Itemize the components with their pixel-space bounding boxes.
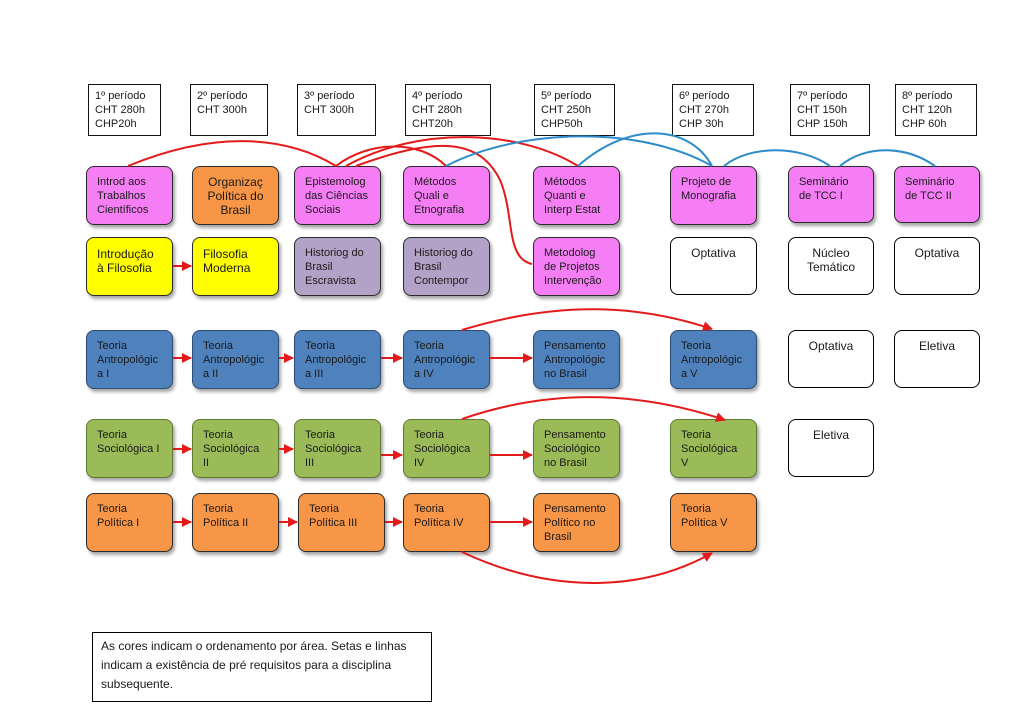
period-6-header: 6º período CHT 270h CHP 30h	[672, 84, 754, 136]
course-pensamento-antropologico-brasil: Pensamento Antropológic no Brasil	[533, 330, 620, 389]
course-nucleo-tematico: Núcleo Temático	[788, 237, 874, 295]
arc-tcc1-tcc2	[839, 149, 936, 167]
period-3-header: 3º período CHT 300h	[297, 84, 376, 136]
course-introducao-filosofia: Introdução à Filosofia	[86, 237, 173, 296]
course-filosofia-moderna: Filosofia Moderna	[192, 237, 279, 296]
arc-projeto-tcc1	[723, 149, 831, 167]
course-teoria-sociologica-1: Teoria Sociológica I	[86, 419, 173, 478]
legend-note: As cores indicam o ordenamento por área.…	[92, 632, 432, 702]
arc-quanti-projeto	[577, 132, 713, 167]
course-teoria-politica-2: Teoria Política II	[192, 493, 279, 552]
course-teoria-politica-4: Teoria Política IV	[403, 493, 490, 552]
period-4-header: 4º período CHT 280h CHT20h	[405, 84, 491, 136]
course-metodos-quali-etnografia: Métodos Quali e Etnografia	[403, 166, 490, 225]
course-metodos-quanti-interp-estat: Métodos Quanti e Interp Estat	[533, 166, 620, 225]
course-teoria-politica-5: Teoria Política V	[670, 493, 757, 552]
course-teoria-sociologica-4: Teoria Sociológica IV	[403, 419, 490, 478]
course-teoria-politica-1: Teoria Política I	[86, 493, 173, 552]
arc-quali-projeto	[445, 135, 713, 167]
course-projeto-monografia: Projeto de Monografia	[670, 166, 757, 225]
course-introd-trabalhos-cientificos: Introd aos Trabalhos Científicos	[86, 166, 173, 225]
arc-antrop-4-5	[461, 308, 713, 331]
course-teoria-politica-3: Teoria Política III	[298, 493, 385, 552]
arc-pol-4-5	[461, 551, 713, 584]
course-teoria-antropologica-3: Teoria Antropológic a III	[294, 330, 381, 389]
course-pensamento-politico-brasil: Pensamento Político no Brasil	[533, 493, 620, 552]
arc-introd-epistemolog	[127, 140, 337, 167]
period-7-header: 7º período CHT 150h CHP 150h	[790, 84, 870, 136]
course-historiografia-brasil-escravista: Historiog do Brasil Escravista	[294, 237, 381, 296]
course-metodologia-projetos-intervencao: Metodolog de Projetos Intervenção	[533, 237, 620, 296]
course-optativa-6: Optativa	[670, 237, 757, 295]
period-8-header: 8º período CHT 120h CHP 60h	[895, 84, 977, 136]
arc-socio-4-5	[461, 396, 726, 422]
course-optativa-8: Optativa	[894, 237, 980, 295]
course-eletiva-7: Eletiva	[788, 419, 874, 477]
course-seminario-tcc-2: Seminário de TCC II	[894, 166, 980, 223]
course-historiografia-brasil-contemporaneo: Historiog do Brasil Contempor	[403, 237, 490, 296]
course-teoria-sociologica-2: Teoria Sociológica II	[192, 419, 279, 478]
course-seminario-tcc-1: Seminário de TCC I	[788, 166, 874, 223]
course-teoria-antropologica-1: Teoria Antropológic a I	[86, 330, 173, 389]
course-teoria-sociologica-5: Teoria Sociológica V	[670, 419, 757, 478]
course-organizacao-politica-brasil: Organizaç Política do Brasil	[192, 166, 279, 225]
course-optativa-7: Optativa	[788, 330, 874, 388]
course-teoria-antropologica-5: Teoria Antropológic a V	[670, 330, 757, 389]
arc-epistemolog-quanti	[345, 136, 579, 167]
course-pensamento-sociologico-brasil: Pensamento Sociológico no Brasil	[533, 419, 620, 478]
period-2-header: 2º período CHT 300h	[190, 84, 268, 136]
arc-epistemolog-quali	[335, 145, 447, 167]
course-teoria-sociologica-3: Teoria Sociológica III	[294, 419, 381, 478]
period-5-header: 5º período CHT 250h CHP50h	[534, 84, 615, 136]
period-1-header: 1º período CHT 280h CHP20h	[88, 84, 161, 136]
course-epistemologia-ciencias-sociais: Epistemolog das Ciências Sociais	[294, 166, 381, 225]
course-teoria-antropologica-4: Teoria Antropológic a IV	[403, 330, 490, 389]
course-teoria-antropologica-2: Teoria Antropológic a II	[192, 330, 279, 389]
course-eletiva-8: Eletiva	[894, 330, 980, 388]
